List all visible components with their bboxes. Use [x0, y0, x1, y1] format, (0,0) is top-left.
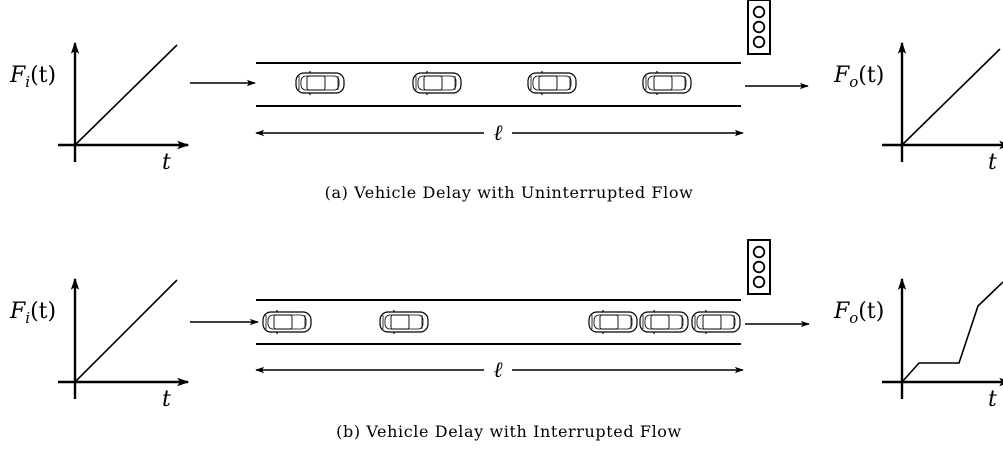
input-label-a: Fi(t) [9, 63, 56, 91]
input-plot-b: Fi(t) t [9, 277, 190, 412]
road-a [256, 62, 741, 107]
time-axis-label-b: t [162, 387, 171, 412]
output-label-a: Fo(t) [833, 63, 884, 91]
input-plot-a: Fi(t) t [9, 41, 190, 175]
input-curve-a [74, 44, 178, 146]
output-curve-b [901, 281, 1003, 383]
output-plot-b: Fo(t) t [833, 277, 1003, 412]
input-curve-b [74, 279, 178, 383]
time-axis-label-a: t [162, 150, 171, 175]
length-dimension-a: ℓ [255, 121, 744, 146]
car [642, 70, 692, 96]
time-axis-label-b-out: t [988, 387, 997, 412]
output-curve-a [901, 48, 1001, 146]
car [379, 309, 429, 335]
car [527, 70, 577, 96]
input-label-b: Fi(t) [9, 299, 56, 327]
length-label-b: ℓ [493, 358, 503, 383]
time-axis-label-a-out: t [988, 150, 997, 175]
caption-a: (a) Vehicle Delay with Uninterrupted Flo… [325, 183, 694, 202]
panel-b: Fi(t) t ℓ Fo(t) t (b [9, 239, 1003, 441]
length-dimension-b: ℓ [255, 358, 744, 383]
car [588, 309, 638, 335]
traffic-light-icon [747, 239, 771, 295]
length-label-a: ℓ [493, 121, 503, 146]
car [691, 309, 741, 335]
car [639, 309, 689, 335]
panel-a: Fi(t) t ℓ Fo(t) t (a) Vehic [9, 0, 1003, 202]
caption-b: (b) Vehicle Delay with Interrupted Flow [336, 422, 682, 441]
output-label-b: Fo(t) [833, 299, 884, 327]
car [262, 309, 312, 335]
cars-b [262, 309, 741, 335]
traffic-light-icon [747, 0, 771, 55]
road-b [256, 299, 741, 345]
cars-a [295, 70, 692, 96]
car [295, 70, 345, 96]
car [412, 70, 462, 96]
output-plot-a: Fo(t) t [833, 41, 1003, 175]
